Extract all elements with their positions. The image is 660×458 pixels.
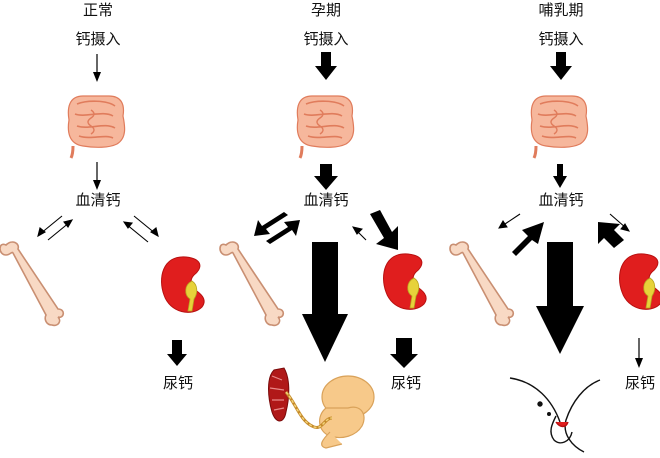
urine-arrow [167, 340, 187, 366]
column-pregnancy: 孕期 钙摄入 血清钙 尿钙 [219, 1, 427, 449]
intake-arrow [550, 52, 572, 80]
urine-calcium-label: 尿钙 [163, 374, 193, 392]
breastfeeding-icon [509, 377, 601, 453]
column-title: 哺乳期 [538, 1, 583, 19]
bone-icon [0, 241, 65, 327]
fetus-icon [268, 367, 375, 449]
kidney-icon [161, 256, 205, 313]
intestine-icon [66, 94, 127, 160]
intestine-icon [529, 94, 590, 160]
calcium-intake-label: 钙摄入 [538, 30, 583, 48]
bone-exchange-arrows [254, 212, 300, 244]
column-title: 正常 [83, 1, 113, 19]
absorption-arrow [553, 164, 567, 188]
kidney-icon [619, 253, 660, 310]
urine-calcium-label: 尿钙 [625, 374, 655, 392]
kidney-icon [383, 253, 427, 310]
calcium-intake-label: 钙摄入 [75, 30, 120, 48]
intake-arrow [315, 52, 337, 80]
urine-arrow [635, 338, 643, 368]
column-lactation: 哺乳期 钙摄入 血清钙 尿钙 [449, 1, 660, 453]
urine-calcium-label: 尿钙 [391, 374, 421, 392]
bone-exchange-arrows [498, 213, 544, 256]
milk-transfer-arrow [536, 242, 584, 354]
serum-calcium-label: 血清钙 [538, 191, 583, 209]
urine-arrow [390, 338, 418, 368]
absorption-arrow [314, 164, 338, 190]
bone-exchange-arrows [37, 215, 74, 241]
kidney-exchange-arrows [122, 215, 159, 243]
absorption-arrow [93, 162, 101, 190]
bone-icon [219, 241, 285, 327]
bone-icon [449, 241, 515, 327]
serum-calcium-label: 血清钙 [75, 191, 120, 209]
column-title: 孕期 [311, 1, 341, 19]
calcium-intake-label: 钙摄入 [303, 30, 348, 48]
intake-arrow [93, 54, 101, 82]
column-normal: 正常 钙摄入 血清钙 尿钙 [0, 1, 205, 392]
kidney-exchange-arrows [352, 210, 398, 250]
intestine-icon [295, 94, 356, 160]
kidney-exchange-arrows [598, 213, 631, 248]
serum-calcium-label: 血清钙 [303, 191, 348, 209]
fetal-transfer-arrow [302, 242, 348, 362]
